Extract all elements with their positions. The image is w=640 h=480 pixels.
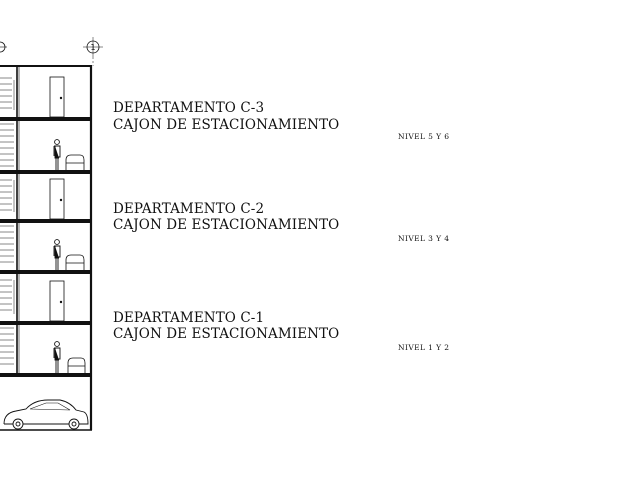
human-figure-icon <box>53 139 61 170</box>
unit-c2-subtitle: CAJON DE ESTACIONAMIENTO <box>113 217 340 233</box>
car-icon <box>3 399 89 430</box>
unit-c1-title: DEPARTAMENTO C-1 <box>113 310 265 326</box>
door-c2 <box>49 178 65 220</box>
unit-c3-level: NIVEL 5 Y 6 <box>398 132 450 141</box>
grid-axis-label: 1 <box>90 43 95 52</box>
stair-section <box>0 77 15 365</box>
grid-axis-marker-1 <box>83 37 103 66</box>
door-c1 <box>49 280 65 322</box>
grid-axis-marker-left <box>0 41 7 53</box>
armchair-icon <box>67 357 86 373</box>
unit-c1-level: NIVEL 1 Y 2 <box>398 343 450 352</box>
armchair-icon <box>65 154 85 170</box>
unit-c3-title: DEPARTAMENTO C-3 <box>113 100 265 116</box>
door-c3 <box>49 76 65 118</box>
unit-c2-title: DEPARTAMENTO C-2 <box>113 201 265 217</box>
armchair-icon <box>65 254 85 270</box>
unit-c3-subtitle: CAJON DE ESTACIONAMIENTO <box>113 117 340 133</box>
human-figure-icon <box>53 239 61 270</box>
building-structure <box>0 65 93 431</box>
unit-c1-subtitle: CAJON DE ESTACIONAMIENTO <box>113 326 340 342</box>
human-figure-icon <box>53 341 61 373</box>
unit-c2-level: NIVEL 3 Y 4 <box>398 234 450 243</box>
